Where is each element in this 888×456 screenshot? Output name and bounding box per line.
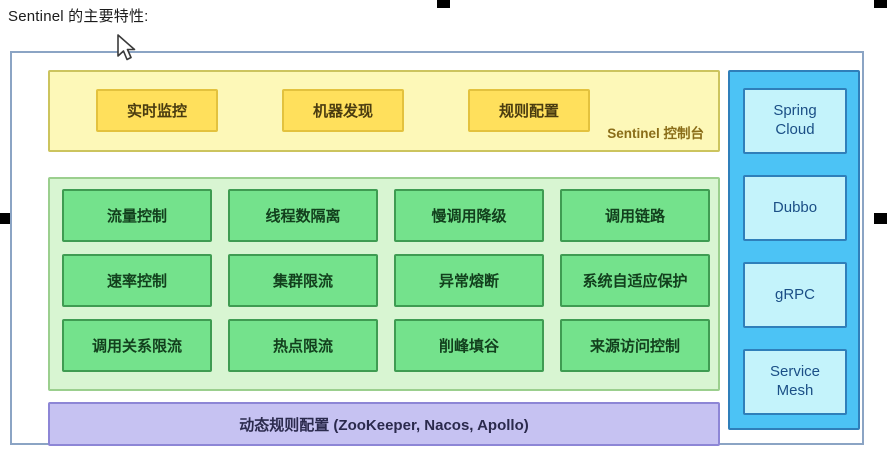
feature-relation-flow-control[interactable]: 调用关系限流 (62, 319, 212, 372)
adapter-grpc[interactable]: gRPC (743, 262, 847, 328)
feature-cluster-flow-control[interactable]: 集群限流 (228, 254, 378, 307)
selection-handle-right-middle[interactable] (874, 213, 887, 224)
sentinel-architecture-diagram: 实时监控 机器发现 规则配置 Sentinel 控制台 流量控制 线程数隔离 慢… (10, 51, 864, 446)
feature-flow-control[interactable]: 流量控制 (62, 189, 212, 242)
feature-rate-control[interactable]: 速率控制 (62, 254, 212, 307)
sentinel-features-panel: 流量控制 线程数隔离 慢调用降级 调用链路 速率控制 集群限流 异常熔断 系统自… (48, 177, 720, 391)
selection-handle-left-middle[interactable] (0, 213, 10, 224)
console-feature-rule-configuration[interactable]: 规则配置 (468, 89, 590, 132)
feature-peak-shaving[interactable]: 削峰填谷 (394, 319, 544, 372)
feature-origin-access-control[interactable]: 来源访问控制 (560, 319, 710, 372)
feature-call-chain[interactable]: 调用链路 (560, 189, 710, 242)
console-feature-realtime-monitoring[interactable]: 实时监控 (96, 89, 218, 132)
sentinel-console-panel: 实时监控 机器发现 规则配置 Sentinel 控制台 (48, 70, 720, 152)
adapter-service-mesh[interactable]: Service Mesh (743, 349, 847, 415)
dynamic-rules-configuration-bar[interactable]: 动态规则配置 (ZooKeeper, Nacos, Apollo) (48, 402, 720, 446)
adapter-spring-cloud[interactable]: Spring Cloud (743, 88, 847, 154)
feature-system-adaptive-protection[interactable]: 系统自适应保护 (560, 254, 710, 307)
feature-thread-isolation[interactable]: 线程数隔离 (228, 189, 378, 242)
feature-exception-circuit-breaking[interactable]: 异常熔断 (394, 254, 544, 307)
page-title: Sentinel 的主要特性: (8, 8, 149, 25)
feature-hotspot-flow-control[interactable]: 热点限流 (228, 319, 378, 372)
feature-slow-call-degrade[interactable]: 慢调用降级 (394, 189, 544, 242)
adapter-dubbo[interactable]: Dubbo (743, 175, 847, 241)
console-panel-label: Sentinel 控制台 (607, 126, 704, 141)
console-feature-machine-discovery[interactable]: 机器发现 (282, 89, 404, 132)
selection-handle-top-center[interactable] (437, 0, 450, 8)
sentinel-adapters-panel: Spring Cloud Dubbo gRPC Service Mesh (728, 70, 860, 430)
sentinel-core-column: 实时监控 机器发现 规则配置 Sentinel 控制台 流量控制 线程数隔离 慢… (34, 70, 720, 446)
features-grid: 流量控制 线程数隔离 慢调用降级 调用链路 速率控制 集群限流 异常熔断 系统自… (62, 189, 710, 372)
selection-handle-top-right[interactable] (874, 0, 887, 8)
